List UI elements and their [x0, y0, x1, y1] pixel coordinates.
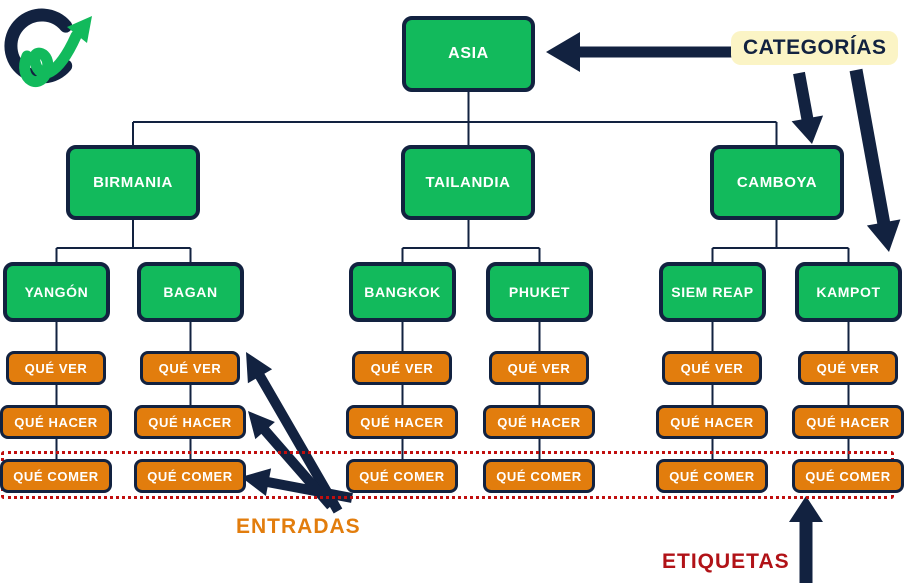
entries-label: ENTRADAS [236, 515, 361, 538]
node-que-hacer-siem-reap: QUÉ HACER [656, 405, 768, 439]
node-que-hacer-bangkok: QUÉ HACER [346, 405, 458, 439]
entradas-to-que-ver-arrow [246, 352, 343, 514]
node-que-comer-yangon: QUÉ COMER [0, 459, 112, 493]
node-que-ver-siem-reap: QUÉ VER [662, 351, 762, 385]
tags-label: ETIQUETAS [662, 550, 790, 573]
node-kampot: KAMPOT [795, 262, 902, 322]
node-que-comer-bangkok: QUÉ COMER [346, 459, 458, 493]
node-yangon: YANGÓN [3, 262, 110, 322]
etiquetas-arrow [789, 496, 823, 583]
categories-to-asia-arrow [546, 32, 748, 72]
entradas-to-que-hacer-arrow [248, 411, 335, 510]
node-bagan: BAGAN [137, 262, 244, 322]
node-tailandia: TAILANDIA [401, 145, 535, 220]
node-que-ver-yangon: QUÉ VER [6, 351, 106, 385]
node-siem-reap: SIEM REAP [659, 262, 766, 322]
node-que-hacer-phuket: QUÉ HACER [483, 405, 595, 439]
node-que-comer-siem-reap: QUÉ COMER [656, 459, 768, 493]
node-birmania: BIRMANIA [66, 145, 200, 220]
categories-to-camboya-arrow [791, 71, 824, 144]
node-que-comer-phuket: QUÉ COMER [483, 459, 595, 493]
logo-growth-curve [19, 30, 82, 87]
categories-to-kampot-arrow [849, 68, 901, 252]
categories-label: CATEGORÍAS [731, 31, 899, 65]
logo-arrowhead-icon [67, 16, 92, 43]
node-que-hacer-bagan: QUÉ HACER [134, 405, 246, 439]
node-que-comer-kampot: QUÉ COMER [792, 459, 904, 493]
node-que-ver-phuket: QUÉ VER [489, 351, 589, 385]
node-camboya: CAMBOYA [710, 145, 844, 220]
node-que-ver-bagan: QUÉ VER [140, 351, 240, 385]
node-asia: ASIA [402, 16, 535, 92]
entradas-to-que-comer-arrow [241, 468, 353, 503]
node-que-hacer-kampot: QUÉ HACER [792, 405, 904, 439]
node-que-comer-bagan: QUÉ COMER [134, 459, 246, 493]
node-bangkok: BANGKOK [349, 262, 456, 322]
node-que-ver-kampot: QUÉ VER [798, 351, 898, 385]
node-phuket: PHUKET [486, 262, 593, 322]
brand-logo [4, 8, 92, 87]
node-que-hacer-yangon: QUÉ HACER [0, 405, 112, 439]
node-que-ver-bangkok: QUÉ VER [352, 351, 452, 385]
